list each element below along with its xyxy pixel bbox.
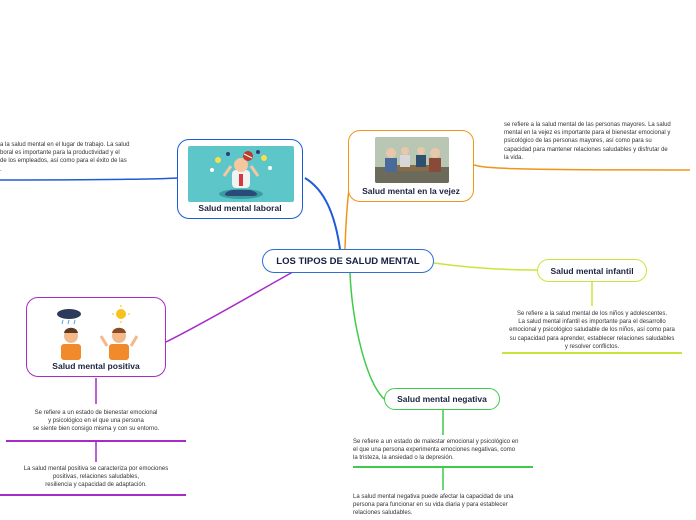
note-line: positivas, relaciones saludables, [52, 474, 140, 481]
link-vejez-note [473, 164, 691, 171]
note-underline-infantil [502, 352, 682, 354]
note-positiva-2: La salud mental positiva se caracteriza … [0, 465, 192, 490]
note-line: emocional y psicológico saludable de los… [509, 327, 675, 334]
link-laboral-note [0, 177, 181, 181]
node-label: Salud mental laboral [198, 203, 282, 213]
note-line: y psicológico en el que una persona [48, 418, 144, 425]
central-topic[interactable]: LOS TIPOS DE SALUD MENTAL [262, 249, 434, 273]
note-line: Se refiere a un estado de malestar emoci… [353, 439, 519, 445]
note-laboral: a la salud mental en el lugar de trabajo… [0, 141, 160, 174]
note-line: boral es importante para la productivida… [0, 150, 120, 157]
note-infantil: Se refiere a la salud mental de los niño… [502, 310, 682, 351]
note-line: se refiere a la salud mental de las pers… [504, 122, 671, 128]
link-infantil [433, 262, 538, 271]
note-underline-positiva-1 [6, 440, 186, 442]
note-negativa-1: Se refiere a un estado de malestar emoci… [353, 438, 539, 463]
central-topic-label: LOS TIPOS DE SALUD MENTAL [276, 255, 420, 267]
elderly-people-photo [375, 137, 449, 183]
note-line: La salud mental positiva se caracteriza … [23, 466, 169, 472]
note-line: psicológico de las personas mayores, así… [504, 138, 652, 145]
note-line: La salud mental negativa puede afectar l… [353, 494, 514, 500]
note-line: el que una persona experimenta emociones… [353, 447, 516, 454]
note-line: La salud mental infantil es importante p… [518, 319, 666, 326]
link-positiva [165, 267, 301, 343]
note-underline-negativa-1 [353, 466, 533, 468]
note-line: resiliencia y capacidad de adaptación. [45, 482, 147, 489]
node-salud-mental-vejez[interactable]: Salud mental en la vejez [348, 130, 474, 202]
note-line: a la salud mental en el lugar de trabajo… [0, 142, 130, 148]
node-label: Salud mental positiva [52, 361, 140, 371]
note-line: su capacidad para aprender, establecer r… [509, 335, 675, 342]
note-negativa-2: La salud mental negativa puede afectar l… [353, 493, 539, 518]
node-salud-mental-positiva[interactable]: Salud mental positiva [26, 297, 166, 377]
meditation-illustration [188, 146, 294, 202]
note-line: persona para funcionar en su vida diaria… [353, 502, 508, 509]
node-salud-mental-negativa[interactable]: Salud mental negativa [384, 388, 500, 410]
note-line: . [0, 166, 2, 173]
note-line: la vida. [504, 154, 524, 161]
note-vejez: se refiere a la salud mental de las pers… [504, 121, 690, 162]
note-line: mental en la vejez es importante para el… [504, 130, 671, 137]
note-line: la tristeza, la ansiedad o la depresión. [353, 455, 454, 462]
node-label: Salud mental en la vejez [362, 186, 460, 196]
node-salud-mental-infantil[interactable]: Salud mental infantil [537, 259, 647, 282]
note-line: de los empleados, así como para el éxito… [0, 158, 127, 165]
node-label: Salud mental negativa [397, 394, 487, 404]
note-positiva-1: Se refiere a un estado de bienestar emoc… [6, 409, 186, 434]
note-line: Se refiere a un estado de bienestar emoc… [34, 410, 158, 416]
link-laboral [304, 177, 341, 250]
link-negativa [349, 272, 385, 400]
node-salud-mental-laboral[interactable]: Salud mental laboral [177, 139, 303, 219]
note-line: y resolver conflictos. [564, 343, 620, 350]
note-underline-positiva-2 [0, 494, 186, 496]
note-line: se siente bien consigo misma y con su en… [32, 426, 160, 433]
node-label: Salud mental infantil [550, 265, 634, 276]
note-line: capacidad para mantener relaciones salud… [504, 146, 668, 153]
positive-negative-illustration [47, 304, 147, 360]
note-line: relaciones saludables. [353, 510, 413, 517]
note-line: Se refiere a la salud mental de los niño… [516, 311, 668, 317]
